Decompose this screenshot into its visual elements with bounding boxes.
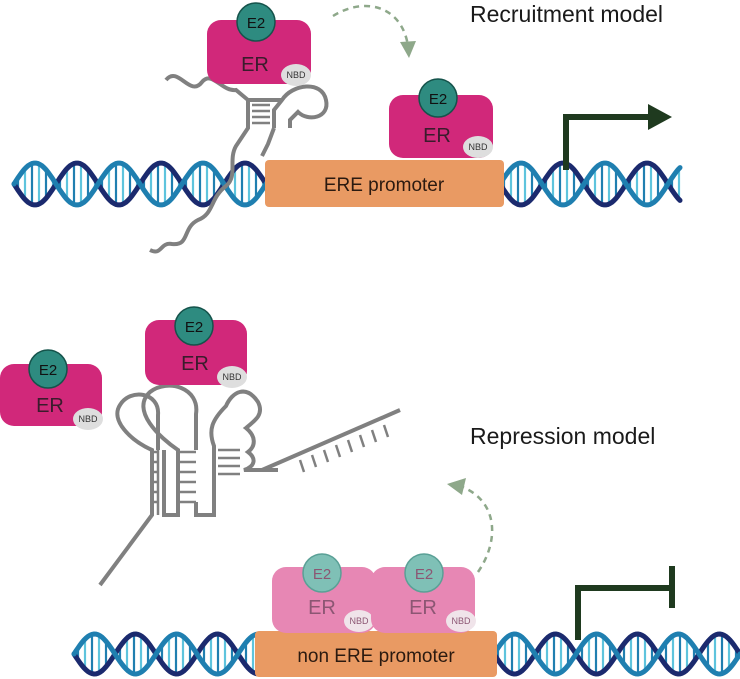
e2-label: E2 xyxy=(415,566,433,583)
e2-ligand xyxy=(174,306,214,346)
e2-ligand xyxy=(404,553,444,593)
non-ere-promoter-label: non ERE promoter xyxy=(297,646,455,667)
er-label: ER xyxy=(181,353,209,375)
nbd-label: NBD xyxy=(78,414,98,424)
transcription-start-arrow xyxy=(563,104,672,170)
dashed-arrow-head-icon xyxy=(447,478,466,495)
nbd-domain xyxy=(217,366,247,388)
e2-ligand xyxy=(302,553,342,593)
recruitment-dashed-arrow xyxy=(332,4,410,47)
dna-strands xyxy=(11,160,683,208)
e2-label: E2 xyxy=(313,566,331,583)
arrow-head-icon xyxy=(648,104,672,130)
rna-tail-left xyxy=(149,74,250,254)
dna-strand-b xyxy=(491,631,740,677)
nbd-domain xyxy=(463,136,493,158)
dna-strand-b xyxy=(497,160,683,208)
rna-hairpin-2 xyxy=(141,383,199,517)
rna-loop xyxy=(272,84,329,128)
e2-ligand xyxy=(236,2,276,42)
recruitment-model-title: Recruitment model xyxy=(470,1,663,27)
nbd-domain xyxy=(73,408,103,430)
e2-ligand xyxy=(418,78,458,118)
promoter-box xyxy=(255,631,497,677)
nbd-label: NBD xyxy=(286,70,306,80)
rna-tail-right xyxy=(261,408,401,472)
er-complex-rna-right: ER E2 NBD xyxy=(145,306,247,388)
er-label: ER xyxy=(241,54,269,76)
nbd-domain xyxy=(446,610,476,632)
er-label: ER xyxy=(423,125,451,147)
rna-to-promoter xyxy=(260,127,276,157)
non-ere-promoter: non ERE promoter xyxy=(255,631,497,677)
rna-hairpin-3 xyxy=(194,389,278,517)
er-protein xyxy=(145,320,247,385)
dna-helix-top xyxy=(11,160,683,208)
e2-label: E2 xyxy=(39,362,57,379)
nbd-label: NBD xyxy=(451,616,471,626)
nbd-label: NBD xyxy=(468,142,488,152)
e2-label: E2 xyxy=(429,91,447,108)
tss-line xyxy=(575,585,672,640)
lncrna-bottom xyxy=(98,383,401,587)
nbd-domain xyxy=(344,610,374,632)
ere-promoter-label: ERE promoter xyxy=(324,175,445,196)
dna-strand-b xyxy=(71,631,263,677)
tail-rungs xyxy=(298,424,390,473)
er-complex-rna-left: ER E2 NBD xyxy=(0,349,103,430)
er-label: ER xyxy=(36,395,64,417)
nbd-label: NBD xyxy=(222,372,242,382)
nbd-label: NBD xyxy=(349,616,369,626)
dna-strand-b xyxy=(11,160,273,208)
dna-strand-a xyxy=(497,160,683,208)
er-complex-promoter-bound: ER E2 NBD xyxy=(389,78,493,158)
er-label: ER xyxy=(308,597,336,619)
hairpin-3-rungs xyxy=(218,448,240,476)
hairpin-rungs xyxy=(252,103,270,125)
nbd-domain xyxy=(281,64,311,86)
transcription-block-symbol xyxy=(575,566,675,640)
e2-label: E2 xyxy=(185,319,203,336)
dna-strand-a xyxy=(71,631,263,677)
er-label: ER xyxy=(409,597,437,619)
rna-hairpin-1 xyxy=(98,392,161,587)
lncrna-top xyxy=(149,74,329,254)
promoter-box xyxy=(265,160,504,207)
tss-line xyxy=(563,114,648,170)
repression-dashed-arrow xyxy=(459,484,494,573)
dna-helix-bottom xyxy=(71,631,740,677)
hairpin-2-rungs xyxy=(178,450,196,504)
er-complex-faded-right: ER E2 NBD xyxy=(371,553,476,633)
dna-strands xyxy=(71,631,740,677)
e2-label: E2 xyxy=(247,15,265,32)
er-protein xyxy=(0,364,102,426)
er-complex-rna-bound: ER E2 NBD xyxy=(207,2,311,86)
repression-model-title: Repression model xyxy=(470,423,655,449)
e2-ligand xyxy=(28,349,68,389)
ere-promoter: ERE promoter xyxy=(265,160,504,207)
er-complex-faded-left: ER E2 NBD xyxy=(272,553,376,633)
hairpin-1-rungs xyxy=(152,450,160,515)
dashed-arrow-head-icon xyxy=(400,41,416,58)
